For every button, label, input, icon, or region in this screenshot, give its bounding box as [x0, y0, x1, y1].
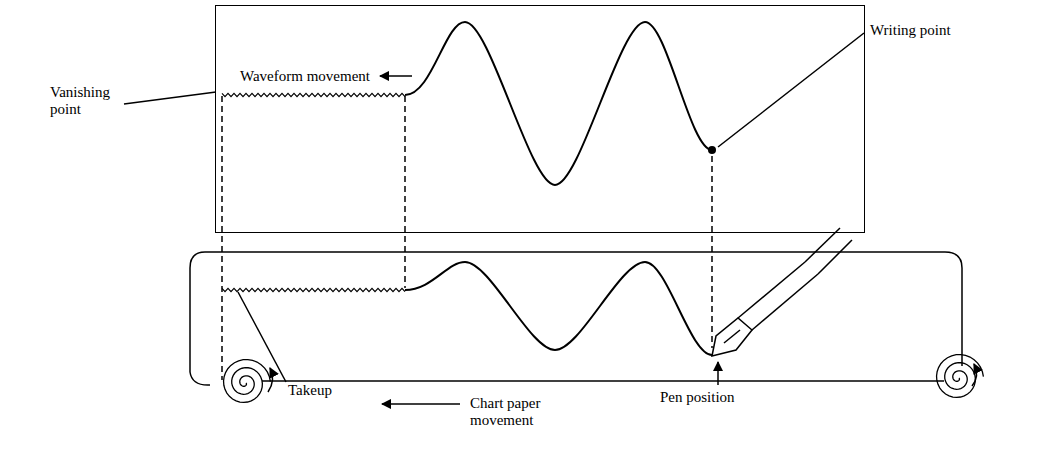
pen-slit — [724, 330, 740, 343]
pen-arrow — [717, 362, 719, 385]
paper-roll — [937, 355, 984, 398]
writing-dot — [708, 146, 716, 154]
movement-arrow — [382, 403, 460, 405]
chart-paper — [190, 252, 210, 385]
projection-line — [221, 96, 223, 380]
projection-line — [404, 96, 406, 288]
chart-waveform — [405, 262, 712, 355]
chart-paper — [205, 252, 962, 366]
display-waveform — [405, 22, 712, 185]
pen-body — [752, 274, 818, 330]
trace — [222, 288, 405, 291]
roll-label: Takeup — [288, 382, 408, 399]
callout-label: Pen position — [660, 389, 820, 406]
leader-line — [124, 92, 216, 104]
chart-paper-edge — [262, 380, 944, 382]
paper-roll — [224, 360, 271, 403]
direction-label: Chart paper movement — [470, 395, 570, 430]
pen — [712, 318, 752, 356]
node-label: Waveform movement — [240, 68, 370, 85]
pen-body — [818, 240, 852, 274]
display-screen: Waveform movement — [215, 5, 865, 233]
movement-arrow — [380, 75, 412, 77]
paper-fold — [238, 292, 286, 382]
leader-line — [718, 33, 864, 147]
pen-body — [738, 262, 805, 318]
callout-label: Writing point — [870, 22, 1040, 39]
trace — [222, 93, 405, 96]
callout-label: Vanishing point — [50, 84, 122, 119]
